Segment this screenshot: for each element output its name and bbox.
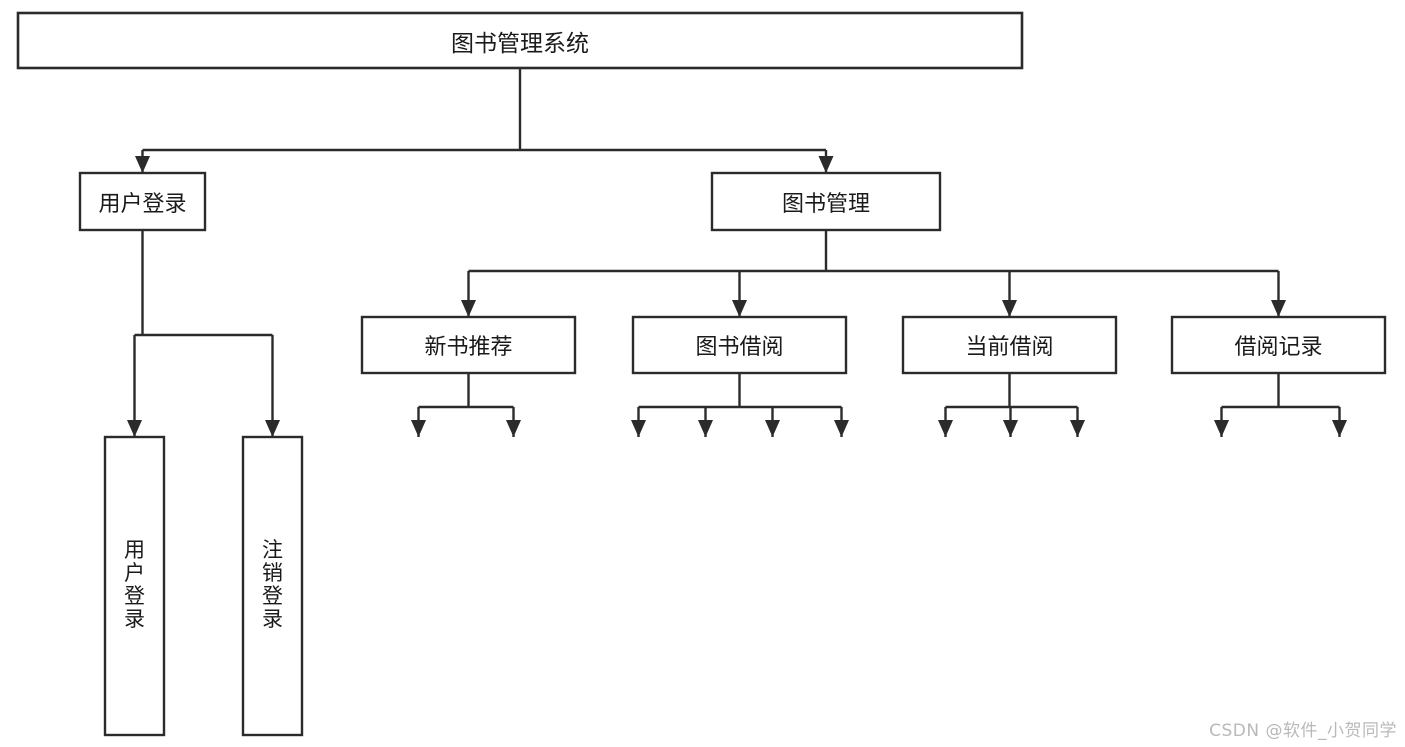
- arrow-head-icon: [1271, 300, 1286, 317]
- arrow-head-icon: [631, 420, 646, 437]
- arrow-head-icon: [938, 420, 953, 437]
- arrow-head-icon: [461, 300, 476, 317]
- arrow-head-icon: [1070, 420, 1085, 437]
- node-注销登录-box[interactable]: [241, 435, 304, 737]
- arrow-head-icon: [127, 420, 142, 437]
- node-图书借阅-box[interactable]: [631, 315, 848, 375]
- arrow-head-icon: [818, 156, 834, 173]
- arrow-head-icon: [1002, 300, 1017, 317]
- node-借阅记录-box[interactable]: [1170, 315, 1387, 375]
- node-图书管理-box[interactable]: [710, 171, 942, 232]
- arrow-head-icon: [834, 420, 849, 437]
- edges-layer: [127, 68, 1347, 437]
- node-用户登录-box[interactable]: [103, 435, 166, 737]
- watermark-text: CSDN @软件_小贺同学: [1209, 721, 1397, 741]
- arrow-head-icon: [411, 420, 426, 437]
- arrow-head-icon: [765, 420, 780, 437]
- node-当前借阅-box[interactable]: [901, 315, 1118, 375]
- arrow-head-icon: [265, 420, 280, 437]
- node-图书管理系统-box[interactable]: [16, 11, 1024, 70]
- arrow-head-icon: [506, 420, 521, 437]
- boxes-layer: [16, 11, 1387, 737]
- arrow-head-icon: [135, 156, 150, 173]
- arrow-head-icon: [1332, 420, 1347, 437]
- arrow-head-icon: [732, 300, 747, 317]
- arrow-head-icon: [698, 420, 713, 437]
- node-新书推荐-box[interactable]: [360, 315, 577, 375]
- arrow-head-icon: [1214, 420, 1229, 437]
- arrow-head-icon: [1003, 420, 1018, 437]
- node-用户登录-box[interactable]: [78, 171, 207, 232]
